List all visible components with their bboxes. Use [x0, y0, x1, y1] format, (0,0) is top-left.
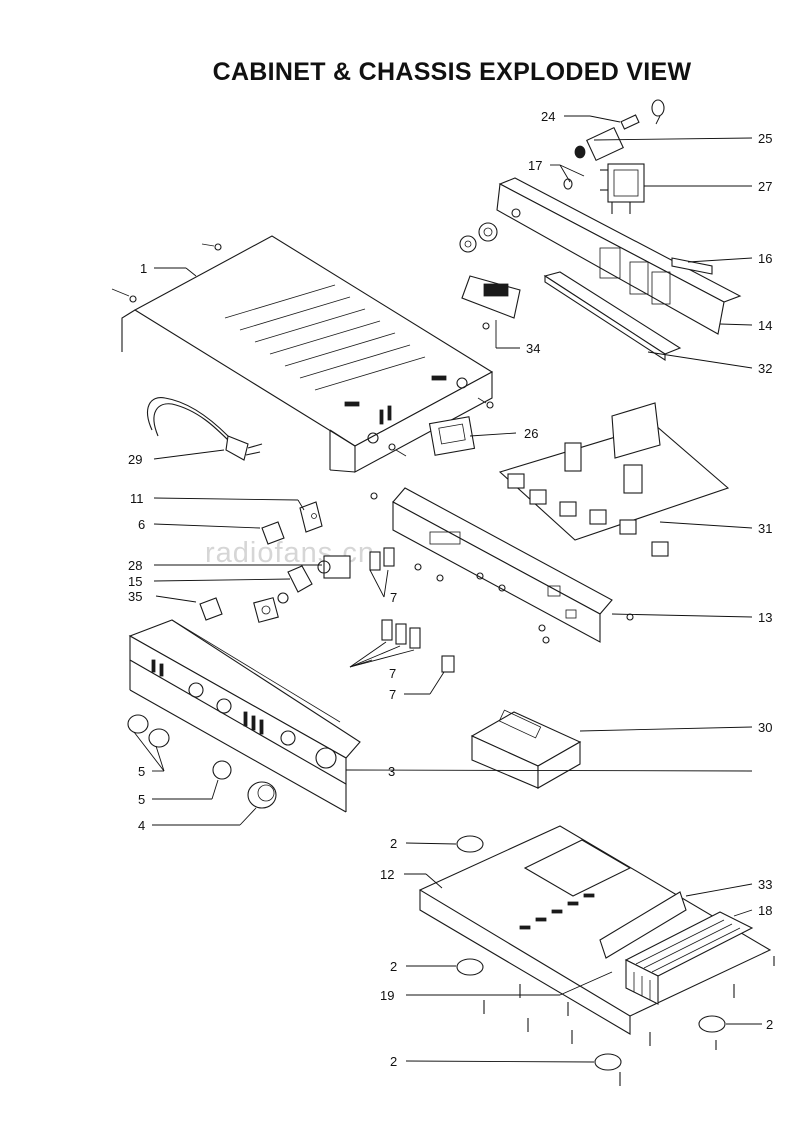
knobs-5: [127, 714, 232, 780]
callout-30: 30: [758, 720, 772, 735]
callout-5-a: 5: [138, 764, 145, 779]
callout-32: 32: [758, 361, 772, 376]
shield-33: [599, 891, 687, 959]
callout-6: 6: [138, 517, 145, 532]
callout-3: 3: [388, 764, 395, 779]
transformer: [470, 709, 582, 789]
front-subpanel: [496, 177, 742, 335]
callout-17: 17: [528, 158, 542, 173]
callout-24: 24: [541, 109, 555, 124]
dial-scale-32: [543, 271, 682, 362]
bracket-6: [261, 521, 285, 545]
diagram-title: CABINET & CHASSIS EXPLODED VIEW: [0, 58, 800, 87]
callout-4: 4: [138, 818, 145, 833]
callout-7-b: 7: [389, 666, 396, 681]
callout-leaders: [133, 115, 762, 1063]
headphone-board-34: [461, 275, 521, 330]
heatsink-18: [624, 911, 754, 1005]
callout-18: 18: [758, 903, 772, 918]
callout-labels: 24 25 17 27 16 1 14 34 32 29 26 11 31 6 …: [128, 109, 773, 1069]
callout-2-a: 2: [390, 836, 397, 851]
inner-frame: [392, 487, 613, 643]
washer-parts: [253, 592, 289, 623]
front-panel: [128, 619, 361, 813]
main-pcb: [498, 402, 730, 557]
callout-34: 34: [526, 341, 540, 356]
knob-24-25: [574, 99, 665, 162]
switch-block-27: [600, 163, 645, 214]
callout-25: 25: [758, 131, 772, 146]
callout-19: 19: [380, 988, 394, 1003]
callout-16: 16: [758, 251, 772, 266]
callout-7-a: 7: [390, 590, 397, 605]
bracket-15: [287, 565, 313, 593]
callout-7-c: 7: [389, 687, 396, 702]
callout-14: 14: [758, 318, 772, 333]
cover-screws: [111, 243, 494, 457]
callout-13: 13: [758, 610, 772, 625]
bottom-chassis: [418, 825, 772, 1035]
callout-35: 35: [128, 589, 142, 604]
callout-31: 31: [758, 521, 772, 536]
bracket-11: [299, 501, 323, 533]
callout-15: 15: [128, 574, 142, 589]
callout-11: 11: [130, 491, 144, 506]
callout-1: 1: [140, 261, 147, 276]
diagram-title-text: CABINET & CHASSIS EXPLODED VIEW: [212, 58, 692, 86]
bracket-35: [199, 597, 223, 621]
callout-12: 12: [380, 867, 394, 882]
chassis-screws: [483, 956, 775, 1086]
jack-28: [317, 555, 351, 579]
callout-2-c: 2: [766, 1017, 773, 1032]
switch-26: [428, 416, 476, 456]
callout-5-b: 5: [138, 792, 145, 807]
callout-33: 33: [758, 877, 772, 892]
callout-28: 28: [128, 558, 142, 573]
power-cord: [147, 397, 263, 461]
callout-26: 26: [524, 426, 538, 441]
callout-29: 29: [128, 452, 142, 467]
callout-2-d: 2: [390, 1054, 397, 1069]
clips-7: [369, 547, 455, 673]
feet-2: [456, 835, 726, 1071]
callout-2-b: 2: [390, 959, 397, 974]
callout-27: 27: [758, 179, 772, 194]
knob-4: [247, 781, 277, 809]
